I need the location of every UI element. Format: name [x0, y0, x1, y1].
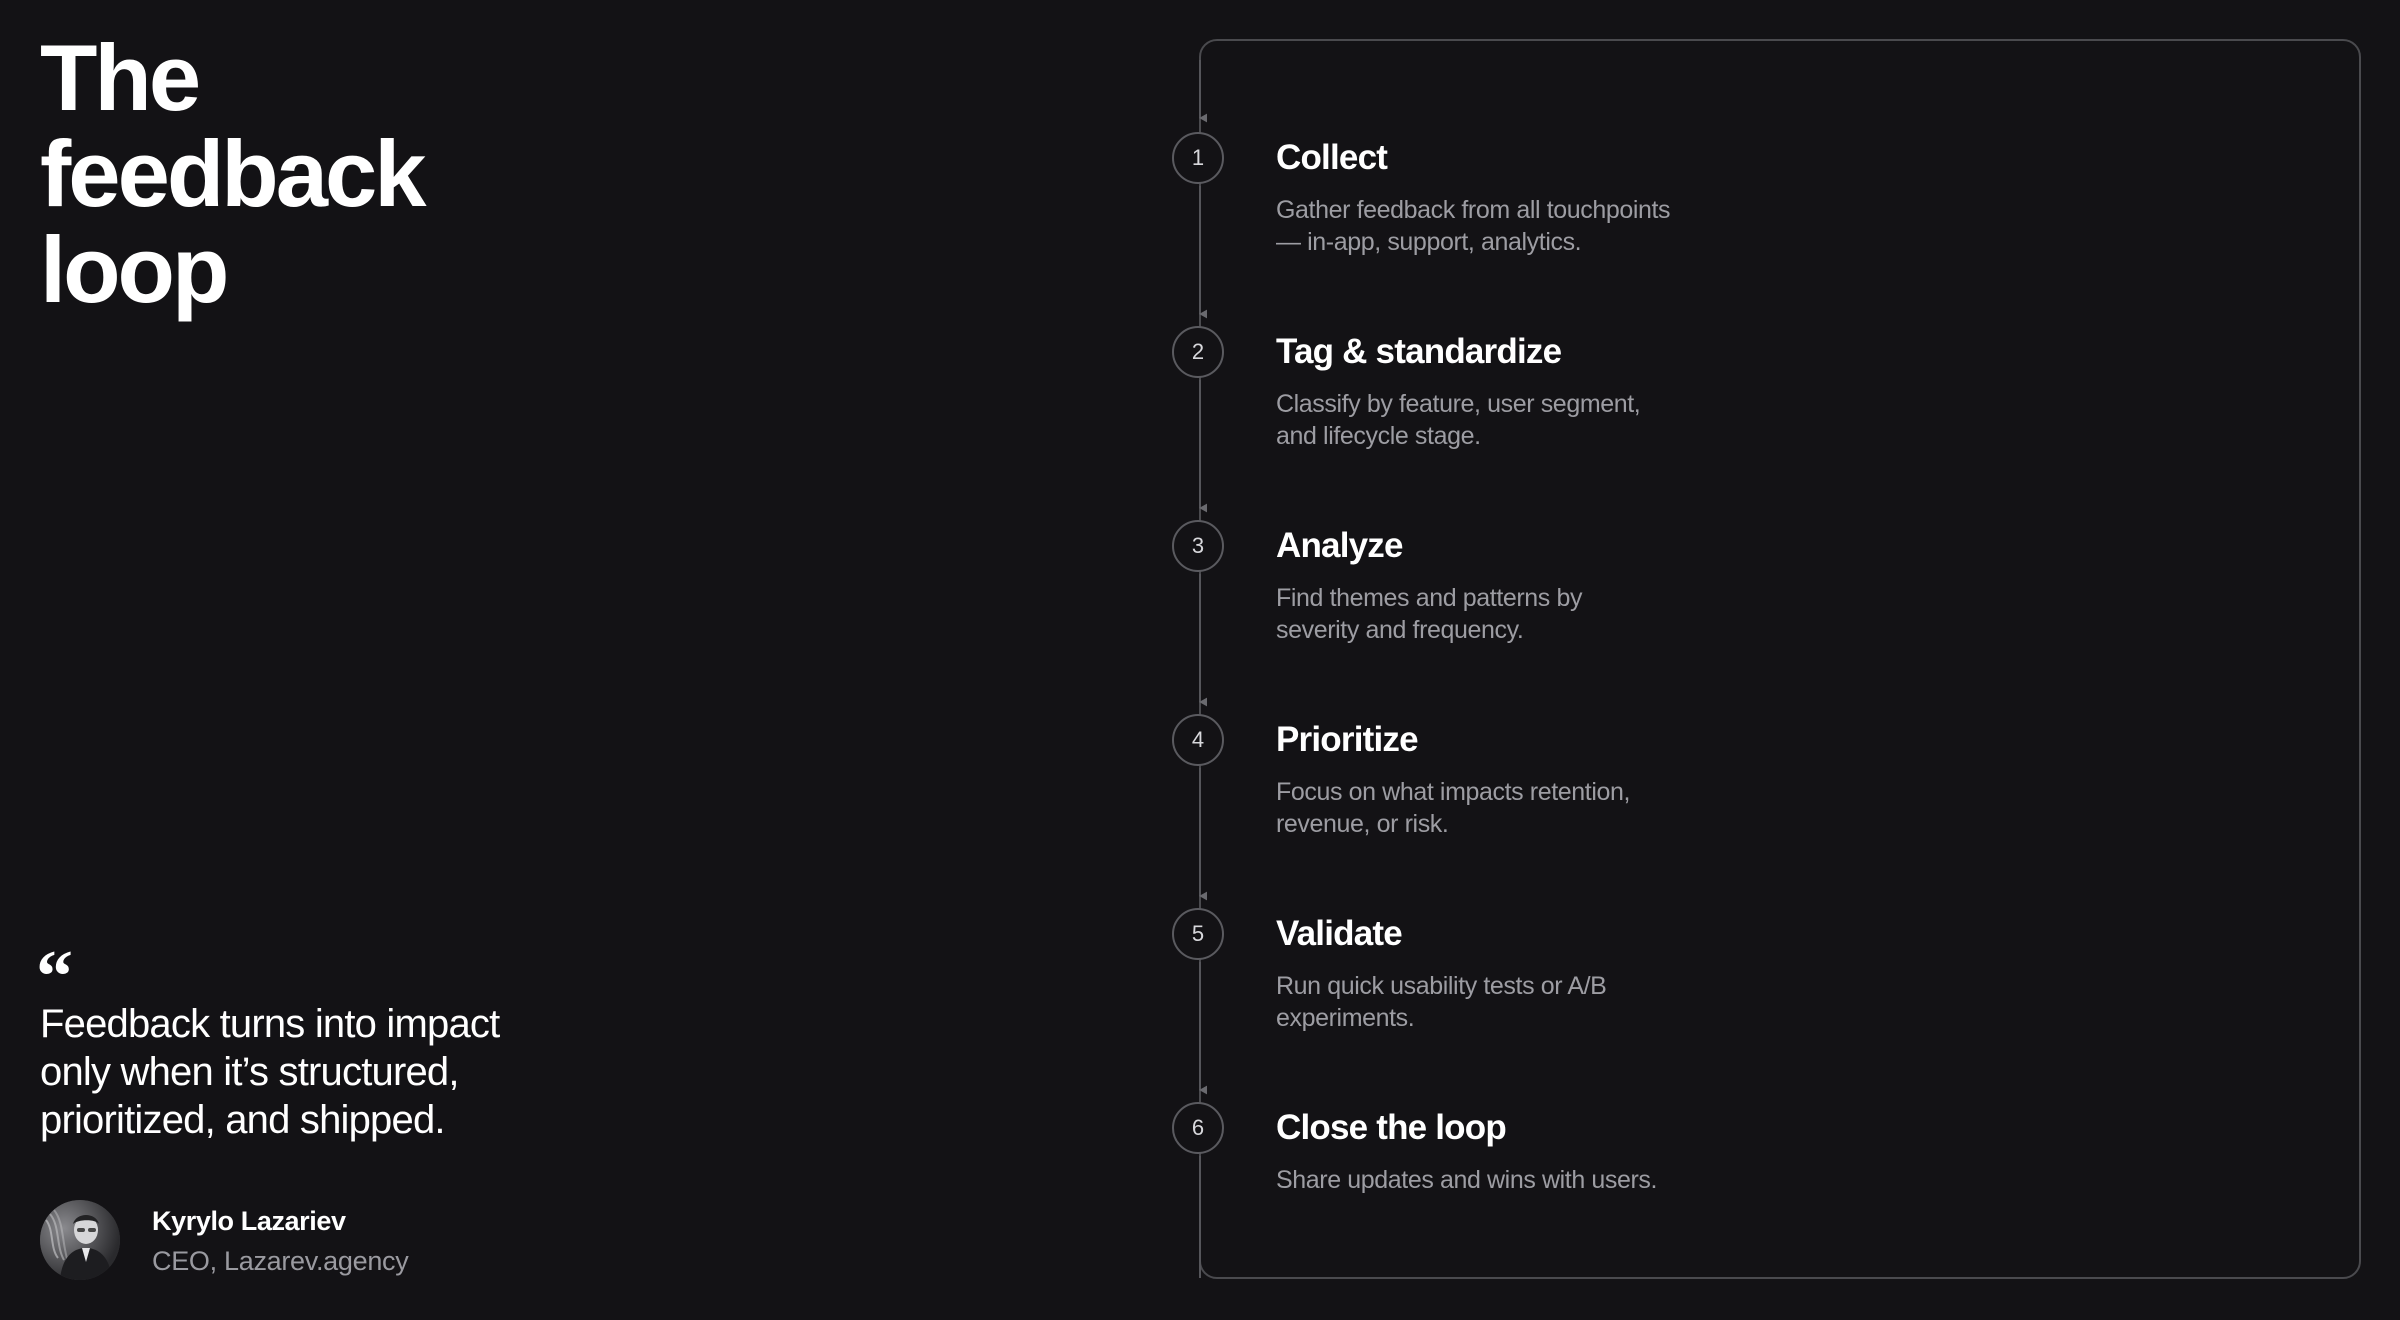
step-number: 6 — [1172, 1102, 1224, 1154]
step-collect: 1 Collect Gather feedback from all touch… — [1170, 132, 1870, 292]
step-description-line: Focus on what impacts retention, — [1276, 778, 1631, 806]
step-title: Analyze — [1276, 526, 1403, 565]
step-description-line: experiments. — [1276, 1004, 1415, 1032]
page-title: The feedback loop — [40, 30, 600, 318]
step-number: 1 — [1172, 132, 1224, 184]
step-title: Validate — [1276, 914, 1403, 953]
author-role: CEO, Lazarev.agency — [152, 1246, 409, 1276]
quote-text: Feedback turns into impact only when it’… — [40, 1000, 600, 1144]
quote-line: only when it’s structured, — [40, 1050, 459, 1094]
avatar — [40, 1200, 120, 1280]
step-description: Focus on what impacts retention, revenue… — [1276, 776, 1736, 840]
step-description: Run quick usability tests or A/B experim… — [1276, 970, 1736, 1034]
step-description-line: and lifecycle stage. — [1276, 422, 1481, 450]
step-close-the-loop: 6 Close the loop Share updates and wins … — [1170, 1102, 1870, 1262]
step-title: Prioritize — [1276, 720, 1419, 759]
step-description: Gather feedback from all touchpoints — i… — [1276, 194, 1736, 258]
step-number: 2 — [1172, 326, 1224, 378]
step-title: Close the loop — [1276, 1108, 1507, 1147]
step-tag-standardize: 2 Tag & standardize Classify by feature,… — [1170, 326, 1870, 486]
step-number: 4 — [1172, 714, 1224, 766]
step-description-line: severity and frequency. — [1276, 616, 1524, 644]
step-description-line: — in-app, support, analytics. — [1276, 228, 1582, 256]
author-name: Kyrylo Lazariev — [152, 1206, 346, 1236]
step-title: Collect — [1276, 138, 1388, 177]
avatar-portrait-icon — [40, 1200, 120, 1280]
step-description: Classify by feature, user segment, and l… — [1276, 388, 1736, 452]
step-description-line: Classify by feature, user segment, — [1276, 390, 1641, 418]
step-validate: 5 Validate Run quick usability tests or … — [1170, 908, 1870, 1068]
step-description-line: Run quick usability tests or A/B — [1276, 972, 1607, 1000]
step-prioritize: 4 Prioritize Focus on what impacts reten… — [1170, 714, 1870, 874]
step-title: Tag & standardize — [1276, 332, 1562, 371]
quote-line: Feedback turns into impact — [40, 1002, 500, 1046]
quote-line: prioritized, and shipped. — [40, 1098, 446, 1142]
quote-icon: “ — [36, 936, 73, 1018]
step-description-line: Find themes and patterns by — [1276, 584, 1583, 612]
title-line: The — [40, 25, 201, 130]
step-analyze: 3 Analyze Find themes and patterns by se… — [1170, 520, 1870, 680]
step-description-line: revenue, or risk. — [1276, 810, 1449, 838]
step-number: 3 — [1172, 520, 1224, 572]
step-description: Share updates and wins with users. — [1276, 1164, 1736, 1196]
step-number: 5 — [1172, 908, 1224, 960]
step-description: Find themes and patterns by severity and… — [1276, 582, 1736, 646]
step-description-line: Gather feedback from all touchpoints — [1276, 196, 1671, 224]
title-line: feedback — [40, 121, 427, 226]
title-line: loop — [40, 217, 229, 322]
step-description-line: Share updates and wins with users. — [1276, 1166, 1658, 1194]
